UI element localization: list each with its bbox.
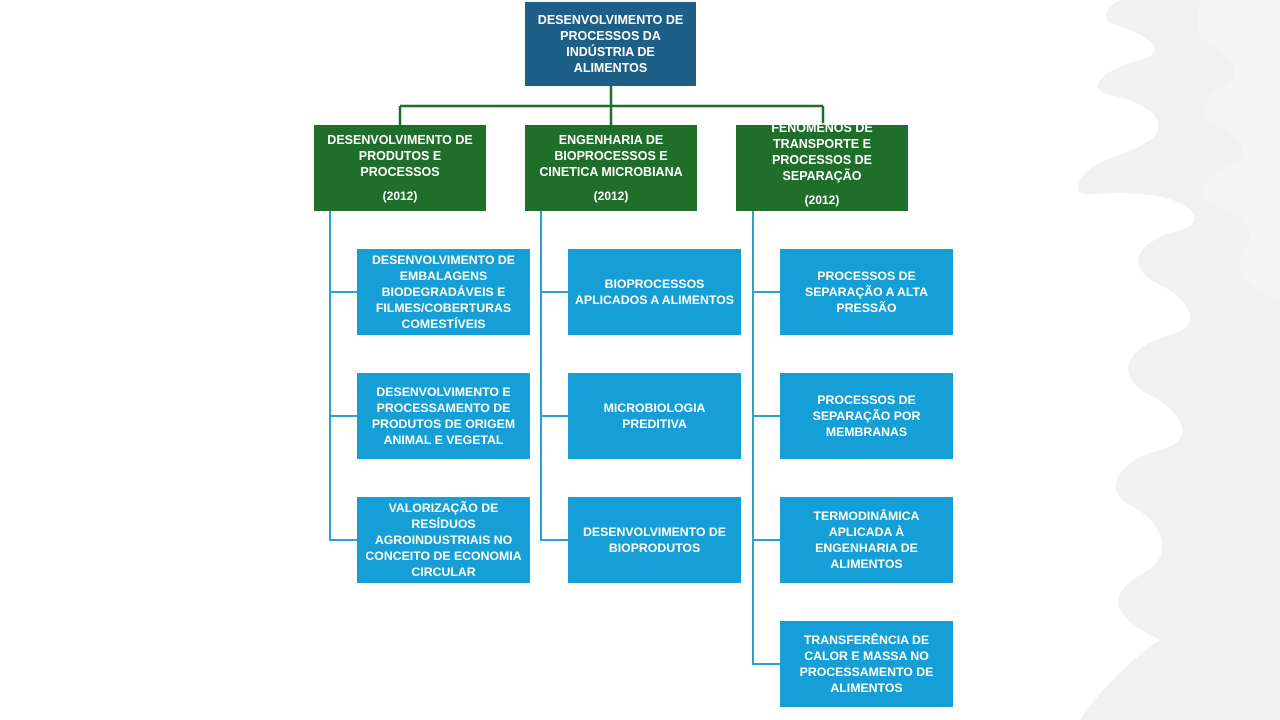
trunk-connectors [398, 86, 825, 125]
head-year: (2012) [593, 189, 629, 203]
root-title: DESENVOLVIMENTO DE PROCESSOS DA INDÚSTRI… [537, 13, 684, 75]
head-year: (2012) [804, 193, 840, 207]
head-title: DESENVOLVIMENTO DE PRODUTOS E PROCESSOS [327, 133, 473, 179]
leaf-node-embalagens: DESENVOLVIMENTO DE EMBALAGENS BIODEGRADÁ… [357, 249, 530, 335]
leaf-node-membranas: PROCESSOS DE SEPARAÇÃO POR MEMBRANAS [780, 373, 953, 459]
head-title: FENÔMENOS DE TRANSPORTE E PROCESSOS DE S… [771, 121, 873, 183]
leaf-node-origem-animal-vegetal: DESENVOLVIMENTO E PROCESSAMENTO DE PRODU… [357, 373, 530, 459]
leaf-node-bioprocessos-alimentos: BIOPROCESSOS APLICADOS A ALIMENTOS [568, 249, 741, 335]
head-year: (2012) [382, 189, 418, 203]
leaf-label: PROCESSOS DE SEPARAÇÃO POR MEMBRANAS [812, 393, 921, 439]
leaf-label: PROCESSOS DE SEPARAÇÃO A ALTA PRESSÃO [805, 269, 928, 315]
head-node-bioprocessos: ENGENHARIA DE BIOPROCESSOS E CINETICA MI… [525, 125, 697, 211]
leaf-node-bioprodutos: DESENVOLVIMENTO DE BIOPRODUTOS [568, 497, 741, 583]
leaf-node-residuos: VALORIZAÇÃO DE RESÍDUOS AGROINDUSTRIAIS … [357, 497, 530, 583]
root-node: DESENVOLVIMENTO DE PROCESSOS DA INDÚSTRI… [525, 2, 696, 86]
head-title: ENGENHARIA DE BIOPROCESSOS E CINETICA MI… [539, 133, 683, 179]
leaf-label: DESENVOLVIMENTO E PROCESSAMENTO DE PRODU… [371, 385, 516, 447]
leaf-node-termodinamica: TERMODINÂMICA APLICADA À ENGENHARIA DE A… [780, 497, 953, 583]
leaf-label: VALORIZAÇÃO DE RESÍDUOS AGROINDUSTRIAIS … [365, 501, 522, 579]
leaf-label: BIOPROCESSOS APLICADOS A ALIMENTOS [575, 277, 734, 307]
branch-connectors [329, 211, 780, 665]
leaf-label: DESENVOLVIMENTO DE EMBALAGENS BIODEGRADÁ… [371, 253, 516, 331]
head-node-produtos-processos: DESENVOLVIMENTO DE PRODUTOS E PROCESSOS … [314, 125, 486, 211]
leaf-label: TERMODINÂMICA APLICADA À ENGENHARIA DE A… [813, 509, 920, 571]
leaf-node-microbiologia: MICROBIOLOGIA PREDITIVA [568, 373, 741, 459]
head-node-fenomenos-transporte: FENÔMENOS DE TRANSPORTE E PROCESSOS DE S… [736, 121, 908, 211]
leaf-node-alta-pressao: PROCESSOS DE SEPARAÇÃO A ALTA PRESSÃO [780, 249, 953, 335]
leaf-label: MICROBIOLOGIA PREDITIVA [603, 401, 706, 431]
leaf-label: DESENVOLVIMENTO DE BIOPRODUTOS [582, 525, 727, 555]
leaf-label: TRANSFERÊNCIA DE CALOR E MASSA NO PROCES… [799, 633, 934, 695]
leaf-node-calor-massa: TRANSFERÊNCIA DE CALOR E MASSA NO PROCES… [780, 621, 953, 707]
